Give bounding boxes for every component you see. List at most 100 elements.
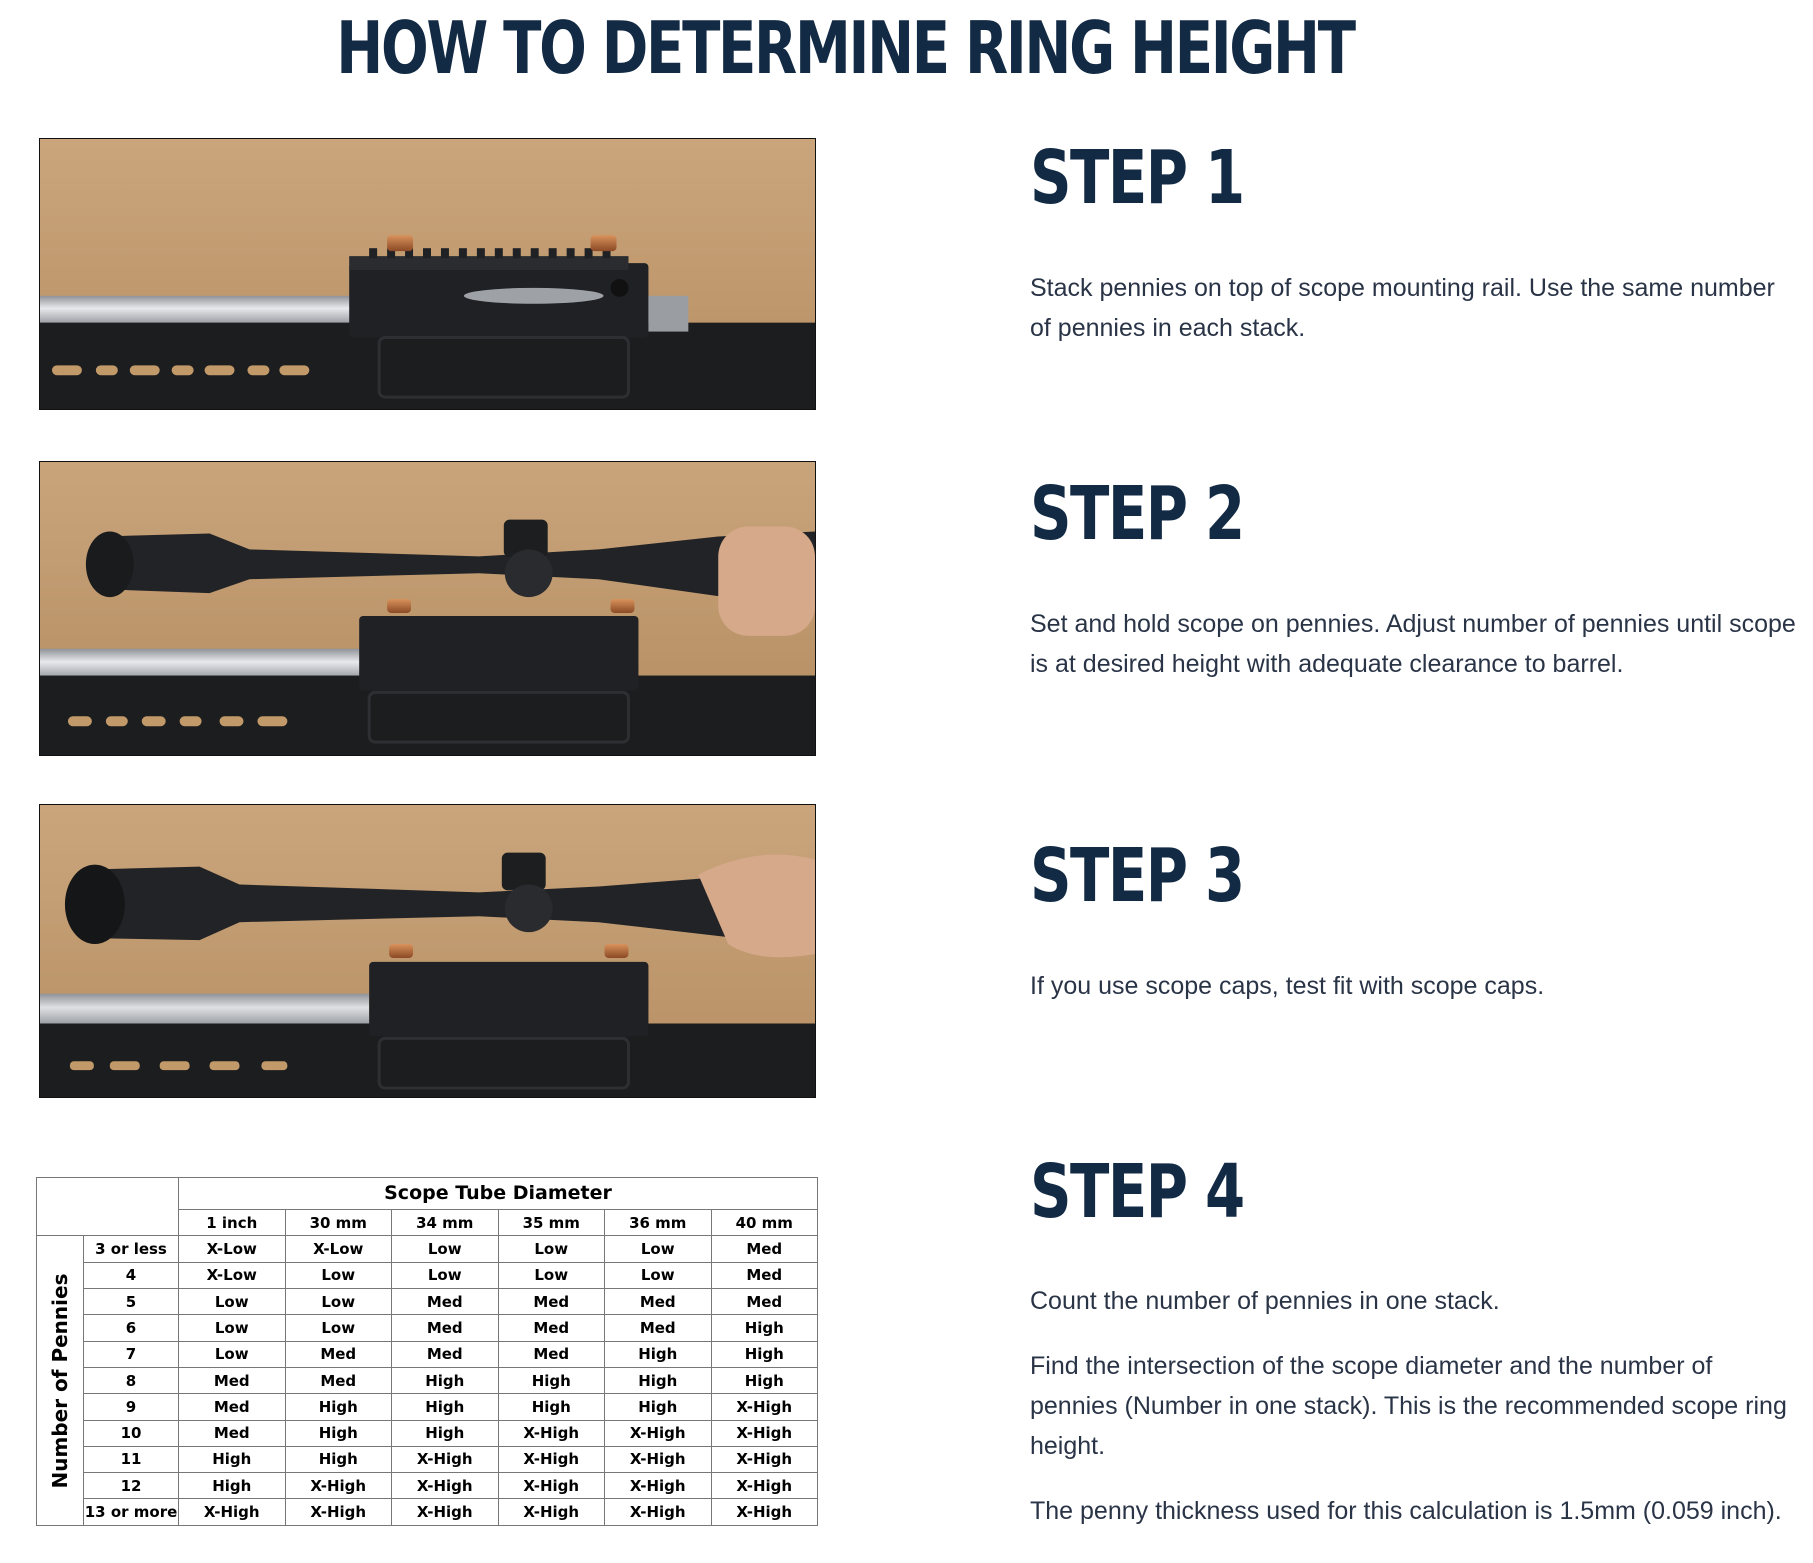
ring-height-cell: Med	[710, 1261, 818, 1289]
ring-height-cell: Low	[178, 1287, 286, 1316]
ring-height-cell: High	[178, 1472, 286, 1500]
number-of-pennies-header: Number of Pennies	[36, 1235, 84, 1526]
pennies-count-cell: 13 or more	[83, 1498, 179, 1526]
step2-photo	[39, 461, 816, 756]
step1-paragraph: Stack pennies on top of scope mounting r…	[1030, 274, 1775, 342]
ring-height-cell: X-High	[710, 1393, 818, 1421]
ring-height-cell: Med	[178, 1393, 286, 1421]
pennies-count-cell: 5	[83, 1287, 179, 1316]
ring-height-cell: Low	[604, 1261, 712, 1289]
ring-height-cell: High	[391, 1393, 499, 1421]
ring-height-cell: Med	[391, 1340, 499, 1368]
pennies-count-cell: 9	[83, 1393, 179, 1421]
ring-height-cell: High	[710, 1340, 818, 1368]
ring-height-cell: High	[284, 1419, 392, 1447]
pennies-count-cell: 7	[83, 1340, 179, 1368]
column-header: 40 mm	[710, 1208, 818, 1237]
ring-height-cell: X-High	[710, 1419, 818, 1447]
ring-height-cell: Med	[391, 1287, 499, 1316]
ring-height-cell: High	[497, 1366, 605, 1395]
column-header: 34 mm	[391, 1208, 499, 1237]
ring-height-cell: High	[391, 1419, 499, 1447]
ring-height-cell: X-High	[604, 1498, 712, 1526]
ring-height-cell: Med	[284, 1366, 392, 1395]
ring-height-cell: High	[284, 1445, 392, 1474]
pennies-count-cell: 6	[83, 1314, 179, 1342]
column-header: 30 mm	[284, 1208, 392, 1237]
ring-height-cell: Med	[178, 1366, 286, 1395]
ring-height-cell: Med	[604, 1314, 712, 1342]
step4-heading: STEP 4	[1030, 1149, 1245, 1235]
ring-height-cell: High	[710, 1314, 818, 1342]
step1-heading: STEP 1	[1030, 135, 1245, 221]
ring-height-cell: High	[284, 1393, 392, 1421]
step1-text: Stack pennies on top of scope mounting r…	[1030, 268, 1800, 373]
step3-text: If you use scope caps, test fit with sco…	[1030, 966, 1800, 1031]
ring-height-cell: Low	[497, 1235, 605, 1263]
pennies-count-cell: 8	[83, 1366, 179, 1395]
ring-height-cell: X-Low	[178, 1261, 286, 1289]
step4-paragraph-1: Count the number of pennies in one stack…	[1030, 1287, 1500, 1315]
column-header: 35 mm	[497, 1208, 605, 1237]
ring-height-cell: X-Low	[284, 1235, 392, 1263]
ring-height-cell: High	[497, 1393, 605, 1421]
scope-tube-diameter-header: Scope Tube Diameter	[178, 1177, 818, 1210]
column-header: 1 inch	[178, 1208, 286, 1237]
ring-height-cell: X-High	[284, 1472, 392, 1500]
column-header: 36 mm	[604, 1208, 712, 1237]
pennies-count-cell: 12	[83, 1472, 179, 1500]
step2-paragraph: Set and hold scope on pennies. Adjust nu…	[1030, 610, 1796, 678]
pennies-count-cell: 4	[83, 1261, 179, 1289]
table-header-row: Scope Tube Diameter	[36, 1176, 818, 1237]
ring-height-cell: High	[178, 1445, 286, 1474]
step4-paragraph-2: Find the intersection of the scope diame…	[1030, 1352, 1787, 1460]
ring-height-cell: X-High	[604, 1419, 712, 1447]
ring-height-cell: Low	[391, 1261, 499, 1289]
ring-height-cell: Med	[710, 1287, 818, 1316]
step3-heading: STEP 3	[1030, 833, 1245, 919]
ring-height-cell: Med	[497, 1314, 605, 1342]
ring-height-cell: X-High	[497, 1419, 605, 1447]
ring-height-cell: Low	[284, 1314, 392, 1342]
ring-height-cell: Low	[178, 1340, 286, 1368]
ring-height-cell: X-High	[391, 1445, 499, 1474]
ring-height-cell: X-High	[178, 1498, 286, 1526]
ring-height-cell: X-High	[710, 1472, 818, 1500]
ring-height-cell: X-High	[710, 1498, 818, 1526]
ring-height-cell: Low	[497, 1261, 605, 1289]
ring-height-cell: Med	[284, 1340, 392, 1368]
step1-photo	[39, 138, 816, 410]
ring-height-cell: Low	[391, 1235, 499, 1263]
ring-height-cell: X-High	[284, 1498, 392, 1526]
ring-height-cell: High	[710, 1366, 818, 1395]
step3-photo	[39, 804, 816, 1098]
ring-height-cell: Low	[284, 1261, 392, 1289]
ring-height-cell: Low	[178, 1314, 286, 1342]
ring-height-cell: X-High	[391, 1472, 499, 1500]
ring-height-cell: High	[604, 1340, 712, 1368]
ring-height-cell: Med	[497, 1287, 605, 1316]
step3-paragraph: If you use scope caps, test fit with sco…	[1030, 972, 1545, 1000]
ring-height-cell: X-High	[391, 1498, 499, 1526]
ring-height-cell: X-Low	[178, 1235, 286, 1263]
ring-height-cell: Med	[391, 1314, 499, 1342]
table-corner-cell	[36, 1176, 179, 1237]
pennies-count-cell: 10	[83, 1419, 179, 1447]
ring-height-cell: Low	[604, 1235, 712, 1263]
ring-height-cell: X-High	[604, 1445, 712, 1474]
ring-height-cell: Med	[178, 1419, 286, 1447]
pennies-count-cell: 3 or less	[83, 1235, 179, 1263]
ring-height-cell: X-High	[497, 1445, 605, 1474]
step4-paragraph-3: The penny thickness used for this calcul…	[1030, 1497, 1782, 1525]
